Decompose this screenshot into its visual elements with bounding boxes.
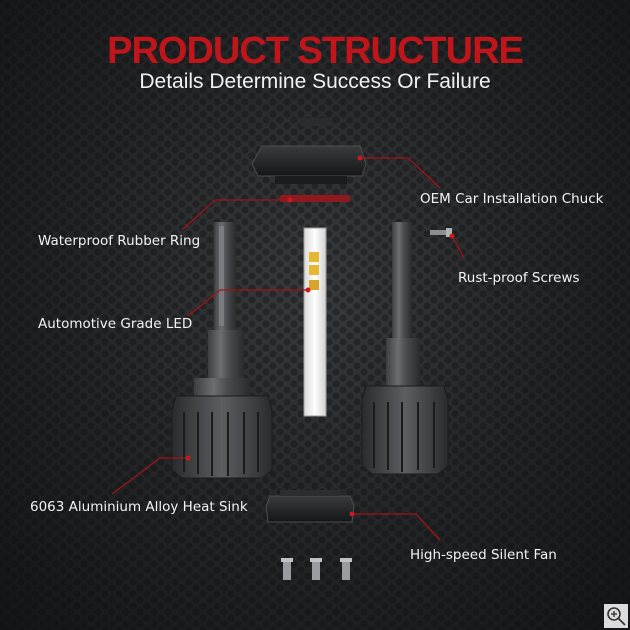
zoom-in-icon[interactable] (604, 604, 628, 628)
page-title: PRODUCT STRUCTURE (107, 30, 524, 72)
left-bulb-part (171, 222, 273, 479)
right-bulb-part (361, 222, 449, 475)
leader-dots (185, 155, 455, 517)
led-board-part (303, 227, 327, 417)
callout-screws: Rust-proof Screws (458, 270, 580, 286)
bottom-screws (281, 558, 352, 580)
screw-part (430, 228, 452, 237)
rubber-ring-part (280, 195, 350, 202)
fan-part (265, 490, 355, 523)
callout-heat-sink: 6063 Aluminium Alloy Heat Sink (30, 499, 248, 515)
oem-chuck-part (251, 118, 367, 184)
callout-rubber-ring: Waterproof Rubber Ring (38, 233, 201, 249)
callout-oem-chuck: OEM Car Installation Chuck (420, 191, 604, 207)
callout-fan: High-speed Silent Fan (410, 547, 557, 563)
leader-lines (111, 157, 465, 541)
page-subtitle: Details Determine Success Or Failure (139, 70, 491, 93)
callout-led: Automotive Grade LED (38, 316, 193, 332)
